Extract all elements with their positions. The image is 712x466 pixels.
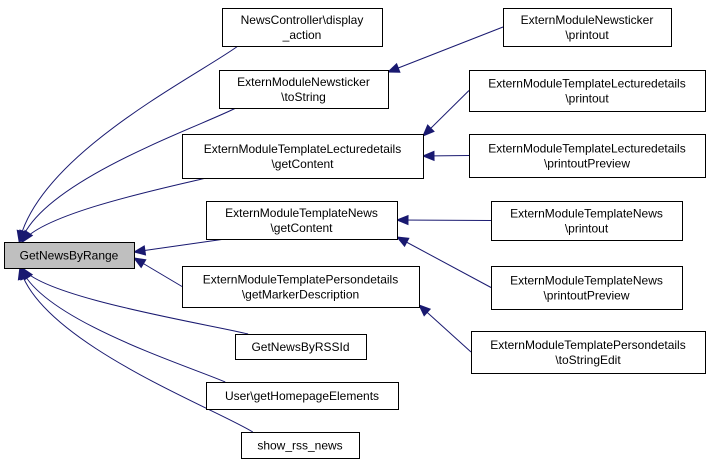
edge-emtn-preview-to-emtn-getcontent: [396, 236, 492, 288]
edges-layer: [16, 26, 504, 433]
node-box: [471, 331, 706, 374]
node-box: [469, 134, 706, 178]
node-label-line: ExternModuleNewsticker: [237, 75, 370, 89]
node-label-line: ExternModuleTemplateNews: [225, 206, 378, 220]
node-label-line: ExternModuleTemplateLecturedetails: [488, 77, 685, 91]
node-box: [206, 382, 399, 410]
node-box: [222, 8, 383, 47]
edge-emtn-printout-to-emtn-getcontent: [396, 219, 492, 221]
arrowhead-icon: [17, 266, 28, 281]
node-user-gethome[interactable]: User\getHomepageElements: [206, 382, 399, 410]
node-box: [219, 70, 389, 109]
arrowhead-icon: [21, 229, 34, 244]
node-getnewsbyrssid[interactable]: GetNewsByRSSId: [235, 334, 367, 360]
node-box: [182, 134, 424, 179]
node-emtn-preview[interactable]: ExternModuleTemplateNews\printoutPreview: [491, 266, 683, 310]
node-label-line: ExternModuleTemplateNews: [510, 207, 663, 221]
node-box: [491, 201, 683, 241]
node-label-line: ExternModuleTemplatePersondetails: [203, 273, 398, 287]
edge-nc-display-to-root: [18, 45, 239, 243]
node-label-line: \toString: [281, 90, 326, 104]
node-label-line: ExternModuleTemplateNews: [510, 274, 663, 288]
node-label-line: \getContent: [270, 221, 333, 235]
arrowhead-icon: [395, 236, 410, 248]
edge-emn-printout-to-emn-tostring: [387, 26, 504, 73]
node-label-line: \printout: [565, 28, 609, 42]
node-box: [4, 242, 135, 269]
nodes-layer: GetNewsByRange NewsController\display_act…: [4, 8, 706, 459]
node-emtp-getmarker[interactable]: ExternModuleTemplatePersondetails\getMar…: [182, 266, 420, 308]
edge-emtl-getcontent-to-root: [21, 177, 207, 243]
node-label-line: NewsController\display: [241, 13, 364, 27]
node-label-line: \printoutPreview: [544, 157, 630, 171]
node-label-line: _action: [282, 28, 322, 42]
node-nc-display[interactable]: NewsController\display_action: [222, 8, 383, 47]
node-box: [182, 266, 420, 308]
node-emtl-printout[interactable]: ExternModuleTemplateLecturedetails\print…: [469, 70, 706, 112]
node-emtn-printout[interactable]: ExternModuleTemplateNews\printout: [491, 201, 683, 241]
edge-emtp-tostringedit-to-emtp-getmarker: [418, 304, 472, 353]
edge-emn-tostring-to-root: [20, 107, 237, 243]
arrowhead-icon: [395, 214, 409, 226]
edge-user-gethome-to-root: [20, 267, 226, 383]
node-box: [241, 432, 360, 459]
node-label-line: \toStringEdit: [555, 353, 621, 367]
arrowhead-icon: [132, 257, 147, 269]
node-label-line: \getMarkerDescription: [242, 288, 359, 302]
node-emtn-getcontent[interactable]: ExternModuleTemplateNews\getContent: [206, 201, 398, 240]
arrowhead-icon: [421, 150, 435, 162]
node-label-line: show_rss_news: [257, 439, 342, 453]
edge-show-rss-to-root: [19, 267, 254, 433]
node-label-line: GetNewsByRSSId: [251, 340, 349, 354]
node-label-line: \printout: [565, 92, 609, 106]
node-box: [503, 8, 672, 47]
node-label-line: \printoutPreview: [543, 289, 629, 303]
node-label-line: User\getHomepageElements: [225, 389, 379, 403]
arrowhead-icon: [422, 124, 435, 137]
arrowhead-icon: [132, 245, 147, 256]
node-emtl-preview[interactable]: ExternModuleTemplateLecturedetails\print…: [469, 134, 706, 178]
node-label-line: \getContent: [271, 157, 334, 171]
node-box: [235, 334, 367, 360]
node-label-line: ExternModuleTemplateLecturedetails: [488, 142, 685, 156]
node-label-line: ExternModuleNewsticker: [521, 13, 654, 27]
node-label-line: ExternModuleTemplatePersondetails: [490, 338, 685, 352]
node-label-line: ExternModuleTemplateLecturedetails: [204, 142, 401, 156]
arrowhead-icon: [386, 62, 401, 73]
edge-emtn-getcontent-to-root: [133, 238, 226, 253]
node-box: [491, 266, 683, 310]
node-box: [469, 70, 706, 112]
node-emtl-getcontent[interactable]: ExternModuleTemplateLecturedetails\getCo…: [182, 134, 424, 179]
node-emtp-tostringedit[interactable]: ExternModuleTemplatePersondetails\toStri…: [471, 331, 706, 374]
node-label-line: \printout: [565, 222, 609, 236]
node-show-rss[interactable]: show_rss_news: [241, 432, 360, 459]
edge-getnewsbyrssid-to-root: [21, 267, 249, 335]
node-root[interactable]: GetNewsByRange: [4, 242, 135, 269]
arrowhead-icon: [418, 304, 432, 317]
node-label-line: GetNewsByRange: [20, 249, 119, 263]
node-emn-tostring[interactable]: ExternModuleNewsticker\toString: [219, 70, 389, 109]
node-emn-printout[interactable]: ExternModuleNewsticker\printout: [503, 8, 672, 47]
node-box: [206, 201, 398, 240]
